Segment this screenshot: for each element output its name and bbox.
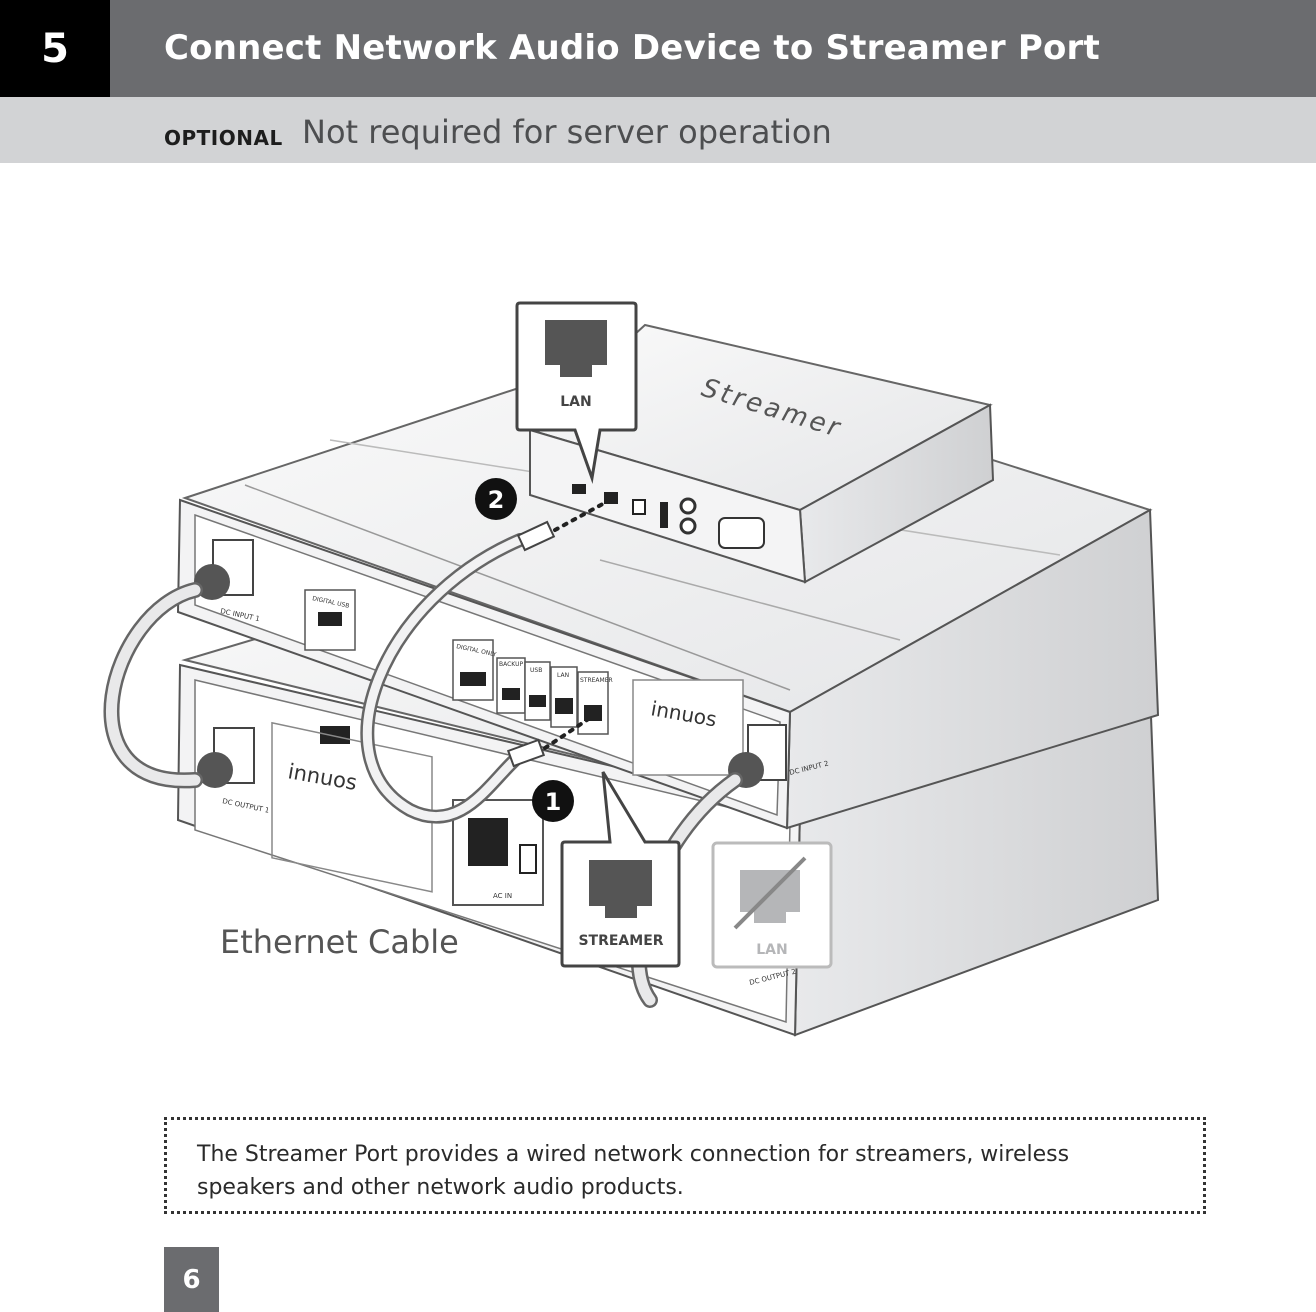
streamer-ac-inlet: [718, 517, 765, 549]
streamer-icon: [589, 860, 652, 918]
optical-port-icon: [632, 499, 646, 515]
callout-streamer-label: STREAMER: [578, 933, 663, 949]
ethernet-cable-label: Ethernet Cable: [220, 923, 459, 961]
page-number-box: 6: [164, 1247, 219, 1312]
callout-lan-top-label: LAN: [560, 394, 591, 410]
rca-right-icon: [679, 517, 697, 535]
backup-label: BACKUP: [499, 661, 523, 668]
usb-port-icon-2: [529, 695, 546, 707]
digital-only-panel: [452, 639, 494, 701]
callout-lan-disabled-label: LAN: [756, 942, 787, 958]
rating-panel-top: [632, 679, 744, 776]
crossed-out-icon: [733, 856, 807, 930]
subtitle: Not required for server operation: [302, 113, 832, 151]
lan-label: LAN: [557, 672, 569, 679]
lan-port-icon: [555, 698, 573, 714]
info-note-box: The Streamer Port provides a wired netwo…: [164, 1117, 1206, 1214]
usb-label: USB: [530, 667, 542, 674]
page-title: Connect Network Audio Device to Streamer…: [164, 28, 1100, 68]
step-badge-2-number: 2: [488, 486, 505, 514]
ac-socket-icon: [468, 818, 508, 866]
dotted-connection-1: [543, 716, 592, 750]
usb-port-icon: [318, 612, 342, 626]
power-switch-icon: [519, 844, 537, 874]
streamer-port-label: STREAMER: [580, 677, 613, 684]
step-badge-2: 2: [475, 478, 517, 520]
dc-input-2-connector: [747, 724, 787, 781]
step-badge-1-number: 1: [545, 788, 562, 816]
usb-panel: [524, 661, 551, 721]
callout-lan-top: LAN: [515, 301, 638, 484]
rca-left-icon: [679, 497, 697, 515]
ac-in-label: AC IN: [493, 892, 512, 900]
backup-usb-icon: [502, 688, 520, 700]
ethernet-cable: [360, 498, 612, 824]
subheader-bar: [0, 97, 1316, 163]
dc-plug-top-left: [194, 564, 230, 600]
page-number: 6: [182, 1264, 201, 1295]
rj45-plug-bottom: [506, 738, 546, 768]
callout-streamer: STREAMER: [560, 771, 681, 968]
header-bar: [0, 0, 1316, 97]
step-badge-1: 1: [532, 780, 574, 822]
hdmi-slot-icon: [660, 502, 668, 528]
dc-plug-bottom: [197, 752, 233, 788]
info-note-text: The Streamer Port provides a wired netwo…: [197, 1142, 1070, 1200]
step-number: 5: [41, 25, 69, 72]
streamer-panel: [577, 671, 609, 735]
lan-icon-top: [545, 320, 607, 377]
callout-lan-disabled: LAN: [711, 841, 833, 969]
dotted-connection-2: [553, 498, 612, 532]
optional-tag: OPTIONAL: [164, 126, 283, 150]
streamer-usb-icon: [572, 484, 586, 494]
lan-panel: [550, 666, 578, 728]
hdmi-port-icon: [460, 672, 486, 686]
vent-grille: [320, 726, 350, 744]
connection-illustration: innuos AC IN DC OUTPUT 1 DC OUTPUT 2 DIG…: [103, 301, 1160, 1037]
step-number-box: 5: [0, 0, 110, 97]
streamer-device: Streamer: [528, 323, 995, 584]
rj45-plug-top: [516, 520, 556, 552]
